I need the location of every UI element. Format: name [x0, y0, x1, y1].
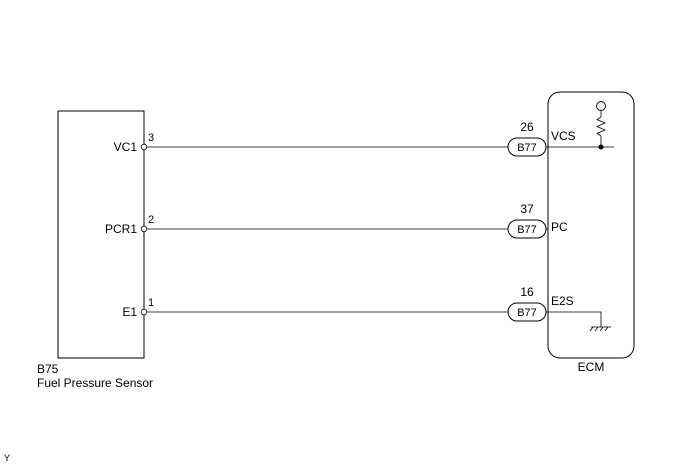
sensor-pin-number: 2 — [148, 214, 154, 226]
circuit-e1-e2s: E1 1 B77 16 E2S — [122, 285, 611, 332]
ecm-box — [547, 91, 635, 359]
sensor-box — [57, 110, 145, 359]
circuit-pcr1-pc: PCR1 2 B77 37 PC — [105, 202, 568, 239]
connector-label: B77 — [517, 224, 537, 236]
ecm-pin-number: 37 — [520, 202, 534, 216]
sensor-terminal-label: VC1 — [114, 140, 138, 154]
sensor-terminal-label: PCR1 — [105, 222, 137, 236]
sensor-name: Fuel Pressure Sensor — [37, 376, 153, 390]
sensor-pin-number: 1 — [148, 297, 154, 309]
connector-label: B77 — [517, 307, 537, 319]
ecm-pin-number: 26 — [520, 120, 534, 134]
ecm-pin-number: 16 — [520, 285, 534, 299]
footer-mark: Y — [4, 453, 10, 463]
ground-icon — [589, 326, 611, 332]
connector-label: B77 — [517, 142, 537, 154]
sensor-terminal-dot — [140, 143, 148, 151]
ecm-name: ECM — [578, 360, 605, 374]
circuit-vc1-vcs: VC1 3 B77 26 VCS — [114, 101, 614, 157]
sensor-pin-number: 3 — [148, 132, 154, 144]
ecm-terminal-label: VCS — [551, 129, 576, 143]
sensor-terminal-label: E1 — [122, 305, 137, 319]
ecm-terminal-label: PC — [551, 220, 568, 234]
ecm-ground-wire — [548, 311, 602, 327]
sensor-terminal-dot — [140, 225, 148, 233]
resistor-icon — [596, 116, 606, 137]
sensor-code: B75 — [37, 362, 59, 376]
ecm-terminal-label: E2S — [551, 294, 574, 308]
supply-terminal-icon — [596, 101, 606, 111]
sensor-terminal-dot — [140, 308, 148, 316]
